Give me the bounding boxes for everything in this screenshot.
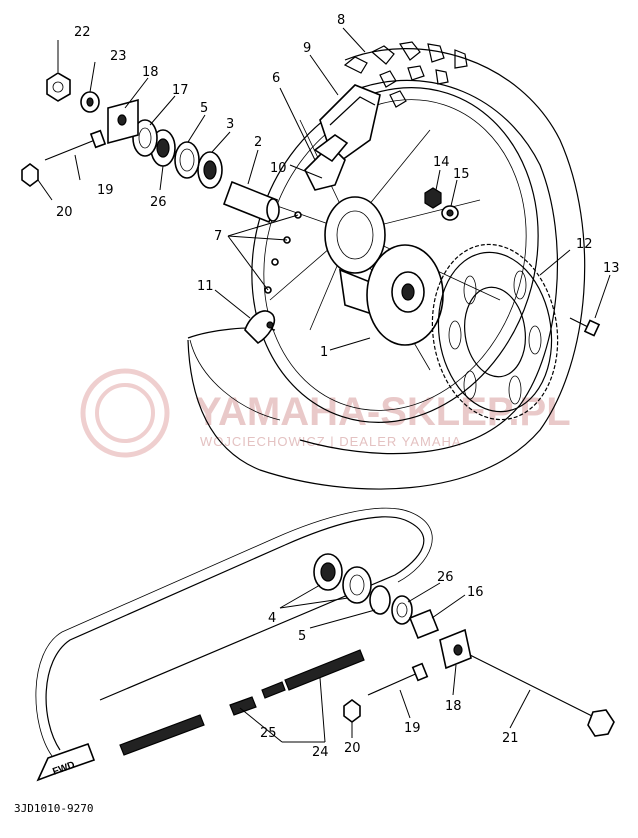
sprocket-hub-part-1	[366, 244, 444, 346]
callout-19-bottom: 19	[404, 721, 421, 736]
callout-26-top: 26	[150, 195, 167, 210]
callout-13: 13	[603, 261, 620, 276]
callout-11: 11	[197, 279, 214, 294]
callout-14: 14	[433, 155, 450, 170]
callout-15: 15	[453, 167, 470, 182]
callouts: 22 23 18 17 5 3 2 26 19 20 8 9 6 10 7 11…	[56, 13, 620, 760]
callout-3: 3	[226, 117, 234, 132]
callout-18-top: 18	[142, 65, 159, 80]
callout-9: 9	[303, 41, 311, 56]
rear-tire	[187, 41, 586, 490]
watermark: YAMAHA-SKLEP.PL WOJCIECHOWICZ | DEALER Y…	[80, 368, 571, 458]
guard-parts-6-9-10	[304, 84, 381, 191]
callout-19-top: 19	[97, 183, 114, 198]
callout-2: 2	[254, 135, 262, 150]
callout-12: 12	[576, 237, 593, 252]
axle-part-21	[469, 654, 615, 737]
nuts-part-14-15	[424, 187, 459, 221]
chain-links-part-24	[119, 649, 365, 756]
watermark-tagline: WOJCIECHOWICZ | DEALER YAMAHA	[200, 434, 462, 449]
fwd-arrow: FWD	[36, 742, 96, 782]
callout-1: 1	[320, 345, 328, 360]
callout-5-bottom: 5	[298, 629, 306, 644]
callout-16: 16	[467, 585, 484, 600]
callout-5-top: 5	[200, 101, 208, 116]
callout-20-bottom: 20	[344, 741, 361, 756]
callout-4: 4	[268, 611, 276, 626]
callout-22: 22	[74, 25, 91, 40]
callout-24: 24	[312, 745, 329, 760]
drive-chain	[35, 507, 433, 757]
callout-6: 6	[272, 71, 280, 86]
leader-lines	[37, 27, 611, 743]
bolt-part-19-top	[44, 129, 107, 161]
master-link-part-25	[229, 696, 257, 716]
callout-18-bottom: 18	[445, 699, 462, 714]
callout-10: 10	[270, 161, 287, 176]
brake-part-11	[244, 310, 276, 345]
callout-17: 17	[172, 83, 189, 98]
callout-21: 21	[502, 731, 519, 746]
bolt-part-13	[569, 317, 601, 337]
callout-8: 8	[337, 13, 345, 28]
left-adjuster-stack	[21, 72, 139, 187]
diagram-code: 3JD1010-9270	[14, 802, 93, 815]
bolt-part-19-bottom	[367, 662, 429, 696]
callout-25: 25	[260, 726, 277, 741]
sprocket-part-12	[431, 243, 559, 421]
callout-20-top: 20	[56, 205, 73, 220]
tire-tread	[343, 41, 468, 108]
callout-23: 23	[110, 49, 127, 64]
callout-7: 7	[214, 229, 222, 244]
callout-26-bottom: 26	[437, 570, 454, 585]
watermark-logo	[80, 368, 170, 458]
right-axle-stack	[313, 553, 615, 737]
